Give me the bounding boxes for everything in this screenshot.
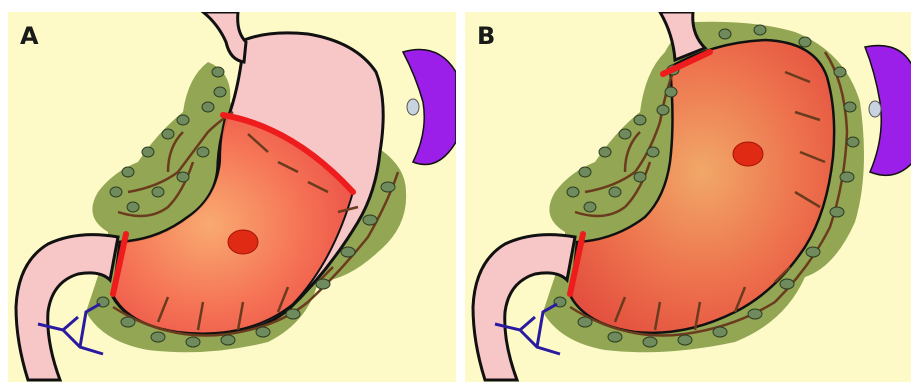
tumor: [228, 230, 258, 254]
panel-label: B: [477, 24, 495, 48]
panel-b: B: [465, 12, 911, 382]
splenic-node: [869, 101, 881, 117]
panel-label: A: [20, 24, 39, 48]
stomach-diagram-b: [465, 12, 911, 382]
splenic-node: [407, 99, 419, 115]
panel-a: A: [8, 12, 456, 382]
esophagus: [203, 12, 246, 62]
stomach-diagram-a: [8, 12, 456, 382]
tumor: [733, 142, 763, 166]
